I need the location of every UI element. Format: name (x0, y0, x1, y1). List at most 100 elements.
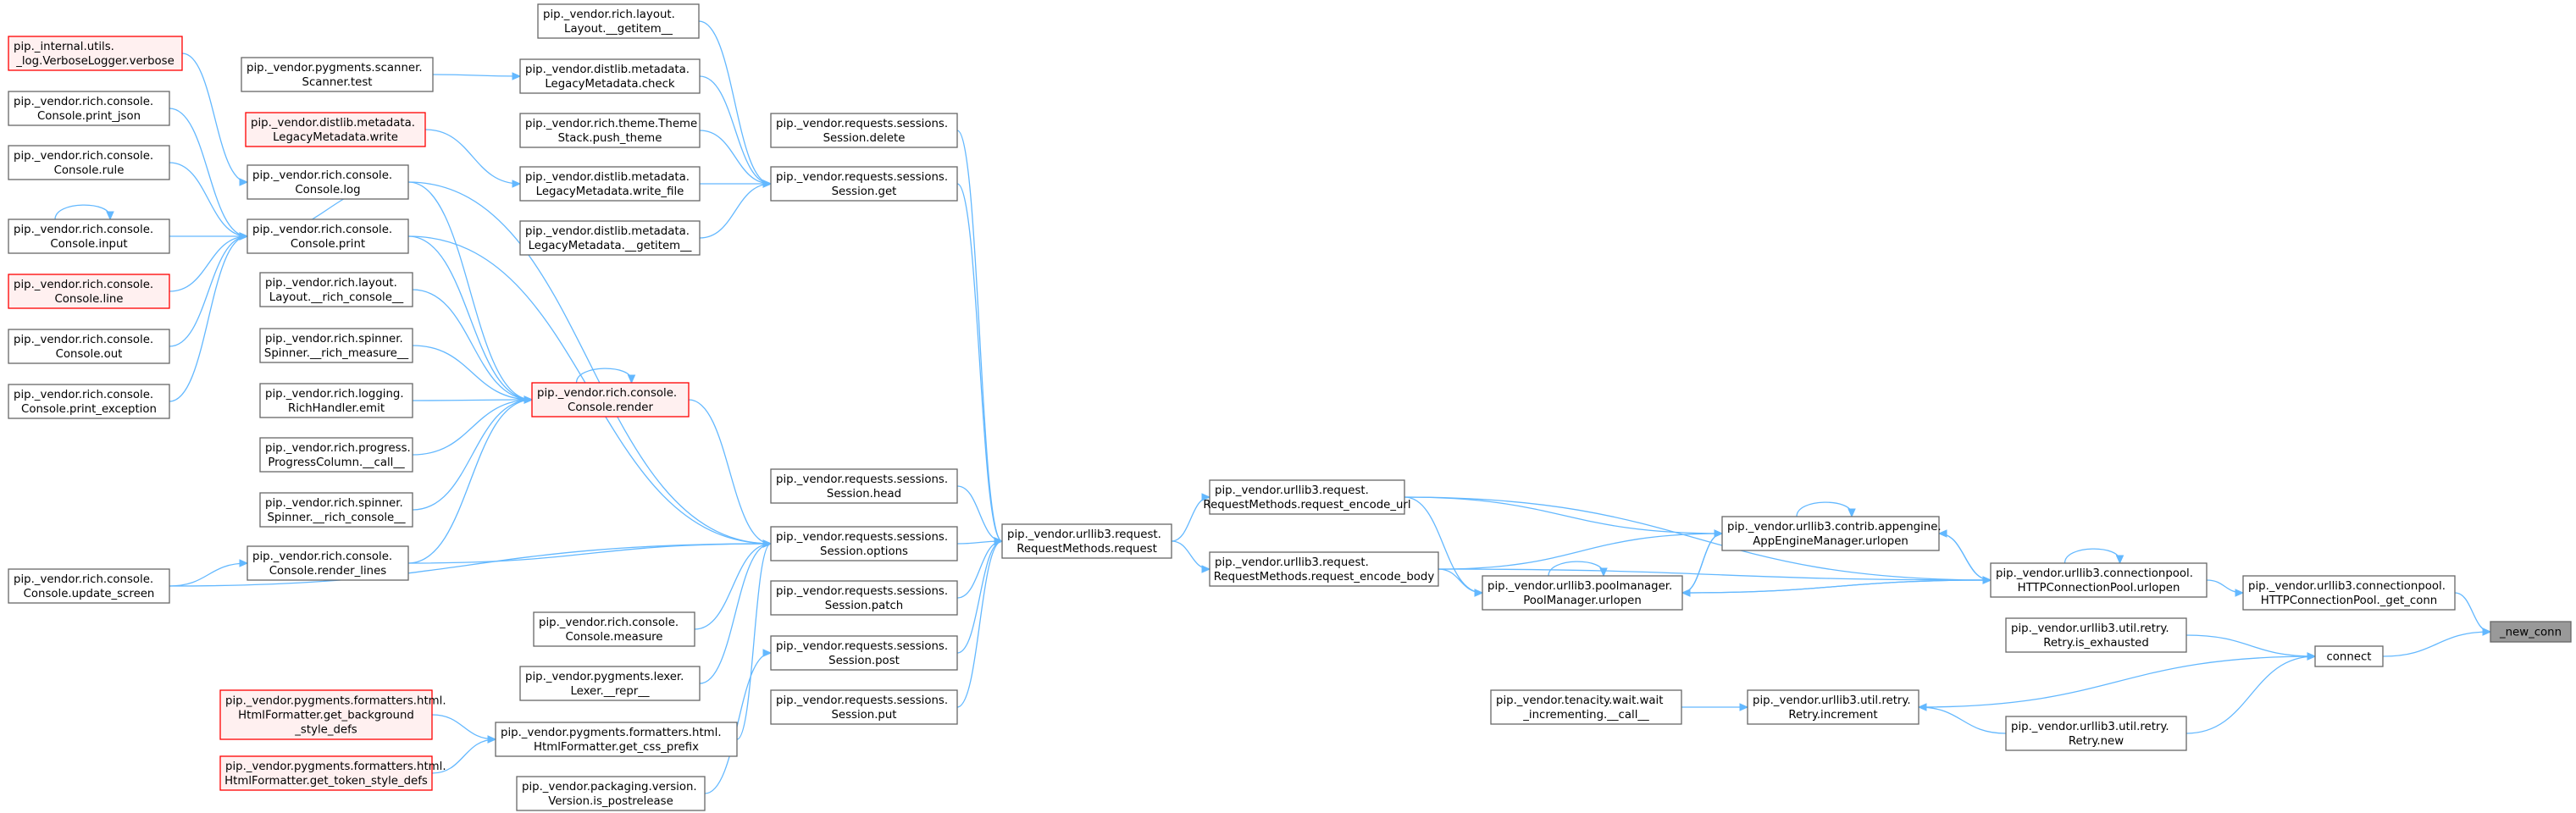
node-console-log[interactable]: pip._vendor.rich.console.Console.log (247, 164, 409, 200)
edge-line (699, 543, 772, 684)
edge-arrowhead (2307, 652, 2317, 661)
node-legacy-write[interactable]: pip._vendor.distlib.metadata.LegacyMetad… (245, 112, 426, 147)
node-legacy-getitem[interactable]: pip._vendor.distlib.metadata.LegacyMetad… (519, 220, 701, 256)
node-label-line: pip._vendor.rich.console. (252, 224, 392, 236)
node-line[interactable]: pip._vendor.rich.console.Console.line (8, 274, 170, 309)
node-box (770, 689, 958, 725)
node-theme-stack-push[interactable]: pip._vendor.rich.theme.ThemeStack.push_t… (519, 113, 701, 148)
edge-console-render-to-console-render (575, 368, 636, 384)
node-progresscolumn-call[interactable]: pip._vendor.rich.progress.ProgressColumn… (259, 437, 413, 473)
edge-line (412, 399, 533, 511)
node-label-line: RequestMethods.request (1017, 543, 1157, 556)
node-input[interactable]: pip._vendor.rich.console.Console.input (8, 218, 170, 254)
edge-arrowhead (1714, 529, 1724, 538)
node-appengine-urlopen[interactable]: pip._vendor.urllib3.contrib.appengine.Ap… (1721, 516, 1942, 551)
node-label-line: Session.put (831, 709, 896, 722)
node-encode-body[interactable]: pip._vendor.urllib3.request.RequestMetho… (1209, 551, 1439, 587)
node-update-screen[interactable]: pip._vendor.rich.console.Console.update_… (8, 568, 170, 604)
node-tenacity-call[interactable]: pip._vendor.tenacity.wait.wait_increment… (1490, 689, 1682, 725)
node-label-line: pip._vendor.urllib3.request. (1215, 484, 1369, 497)
node-box (519, 666, 701, 701)
edge-retry-new-to-connect (2185, 652, 2317, 734)
node-retry-exhausted[interactable]: pip._vendor.urllib3.util.retry.Retry.is_… (2005, 617, 2187, 653)
node-spinner-rich-console[interactable]: pip._vendor.rich.spinner.Spinner.__rich_… (259, 492, 413, 528)
node-label-line: Lexer.__repr__ (570, 685, 649, 698)
edge-appengine-urlopen-to-appengine-urlopen (1796, 501, 1856, 518)
node-box (8, 218, 170, 254)
node-layout-rich-console[interactable]: pip._vendor.rich.layout.Layout.__rich_co… (259, 272, 413, 307)
node-scanner-test[interactable]: pip._vendor.pygments.scanner.Scanner.tes… (241, 57, 434, 92)
node-box (219, 755, 433, 791)
edge-encode-url-to-appengine-urlopen (1404, 496, 1724, 538)
node-session-options[interactable]: pip._vendor.requests.sessions.Session.op… (770, 526, 958, 561)
edge-arrowhead (512, 72, 522, 80)
node-label-line: Console.rule (54, 164, 125, 177)
node-poolmanager-urlopen[interactable]: pip._vendor.urllib3.poolmanager.PoolMana… (1482, 575, 1683, 611)
node-encode-url[interactable]: pip._vendor.urllib3.request. RequestMetho… (1203, 479, 1411, 515)
edges-layer (54, 20, 2492, 794)
node-hcp-urlopen[interactable]: pip._vendor.urllib3.connectionpool.HTTPC… (1990, 562, 2208, 598)
node-rule[interactable]: pip._vendor.rich.console.Console.rule (8, 145, 170, 180)
node-box (259, 383, 413, 418)
node-get-css-prefix[interactable]: pip._vendor.pygments.formatters.html.Htm… (495, 722, 738, 757)
node-retry-increment[interactable]: pip._vendor.urllib3.util.retry.Retry.inc… (1747, 689, 1920, 725)
node-legacy-check[interactable]: pip._vendor.distlib.metadata.LegacyMetad… (519, 58, 701, 94)
node-console-measure[interactable]: pip._vendor.rich.console.Console.measure (533, 611, 695, 647)
node-print-json[interactable]: pip._vendor.rich.console.Console.print_j… (8, 91, 170, 126)
node-session-head[interactable]: pip._vendor.requests.sessions.Session.he… (770, 468, 958, 504)
node-console-print[interactable]: pip._vendor.rich.console.Console.print (247, 218, 409, 254)
node-label-line: pip._vendor.rich.layout. (543, 8, 675, 21)
node-label-line: Layout.__rich_console__ (269, 291, 404, 304)
node-render-lines[interactable]: pip._vendor.rich.console.Console.render_… (247, 545, 409, 581)
node-session-delete[interactable]: pip._vendor.requests.sessions.Session.de… (770, 113, 958, 148)
node-request[interactable]: pip._vendor.urllib3.request.RequestMetho… (1001, 523, 1172, 559)
edge-line (1918, 706, 2007, 734)
edge-arrowhead (1739, 703, 1749, 711)
node-label-line: pip._vendor.requests.sessions. (776, 531, 948, 544)
node-label-line: pip._vendor.rich.theme.Theme (525, 118, 697, 130)
node-legacy-write-file[interactable]: pip._vendor.distlib.metadata.LegacyMetad… (519, 166, 701, 202)
node-label-line: Console.line (54, 293, 123, 306)
node-label-line: pip._vendor.urllib3.util.retry. (2011, 622, 2169, 635)
node-print-exception[interactable]: pip._vendor.rich.console.Console.print_e… (8, 384, 170, 419)
node-label-line: Version.is_postrelease (548, 795, 673, 808)
node-get-conn[interactable]: pip._vendor.urllib3.connectionpool.HTTPC… (2242, 575, 2456, 611)
node-verbose[interactable]: pip._internal.utils._log.VerboseLogger.v… (8, 36, 183, 71)
node-session-put[interactable]: pip._vendor.requests.sessions.Session.pu… (770, 689, 958, 725)
edge-line (169, 235, 248, 402)
node-version-postrelease[interactable]: pip._vendor.packaging.version.Version.is… (516, 776, 706, 811)
node-richhandler-emit[interactable]: pip._vendor.rich.logging.RichHandler.emi… (259, 383, 413, 418)
node-retry-new[interactable]: pip._vendor.urllib3.util.retry.Retry.new (2005, 716, 2187, 751)
node-spinner-measure[interactable]: pip._vendor.rich.spinner.Spinner.__rich_… (259, 328, 413, 363)
node-session-post[interactable]: pip._vendor.requests.sessions.Session.po… (770, 635, 958, 671)
node-label-line: pip._vendor.requests.sessions. (776, 640, 948, 653)
node-label-line: RequestMethods.request_encode_url (1203, 499, 1410, 512)
node-new-conn[interactable]: _new_conn (2490, 621, 2572, 643)
node-session-patch[interactable]: pip._vendor.requests.sessions.Session.pa… (770, 580, 958, 616)
node-box (519, 166, 701, 202)
node-lexer-repr[interactable]: pip._vendor.pygments.lexer. Lexer.__repr_… (519, 666, 701, 701)
node-label-line: pip._vendor.rich.progress. (265, 442, 411, 455)
node-label-line: RequestMethods.request_encode_body (1214, 571, 1435, 583)
node-connect[interactable]: connect (2314, 645, 2384, 667)
node-box (8, 36, 183, 71)
node-layout-getitem[interactable]: pip._vendor.rich.layout.Layout.__getitem… (537, 3, 700, 39)
edge-connect-to-new-conn (2382, 628, 2492, 657)
node-out[interactable]: pip._vendor.rich.console.Console.out (8, 329, 170, 364)
edge-line (169, 235, 248, 347)
edge-print-json-to-console-print (169, 108, 249, 241)
node-console-render[interactable]: pip._vendor.rich.console.Console.render (531, 382, 690, 418)
edge-version-postrelease-to-session-post (704, 649, 773, 794)
edge-arrowhead (994, 537, 1004, 545)
edge-arrowhead (1848, 508, 1856, 518)
node-label-line: pip._vendor.pygments.lexer. (525, 671, 684, 683)
node-get-background[interactable]: pip._vendor.pygments.formatters.html.Htm… (219, 689, 446, 740)
node-session-get[interactable]: pip._vendor.requests.sessions.Session.ge… (770, 166, 958, 202)
node-box (533, 611, 695, 647)
edge-arrowhead (106, 211, 114, 221)
edge-arrowhead (1681, 589, 1691, 597)
edge-line (704, 652, 772, 794)
edge-session-delete-to-request (956, 130, 1004, 545)
node-get-token-style[interactable]: pip._vendor.pygments.formatters.html.Htm… (219, 755, 446, 791)
